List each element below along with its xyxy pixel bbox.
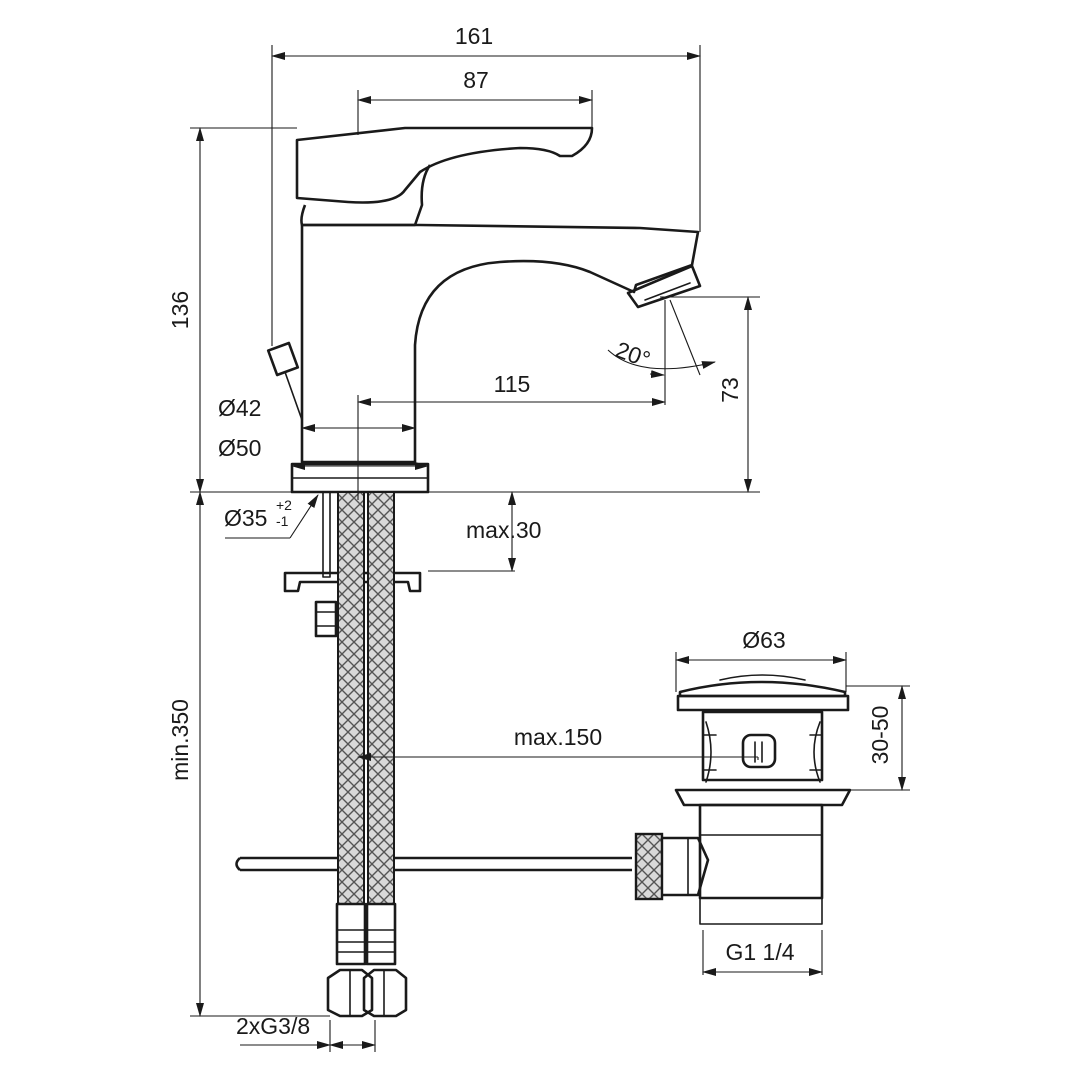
aerator — [626, 264, 702, 309]
dim-rod-distance: max.150 — [514, 724, 602, 750]
under-deck — [235, 491, 632, 1018]
dim-waste-range: 30-50 — [867, 706, 893, 765]
dim-overall-width: 161 — [455, 23, 493, 49]
dim-base-diameter: Ø50 — [218, 435, 261, 461]
rod-connector — [634, 832, 664, 901]
dim-waste-thread: G1 1/4 — [725, 939, 794, 965]
dim-overall-height: 136 — [167, 291, 193, 329]
fixing-plate — [283, 571, 422, 593]
dim-body-diameter: Ø42 — [218, 395, 261, 421]
dim-hole-tolerance-minus: -1 — [276, 513, 289, 529]
dimension-lines — [190, 45, 910, 1052]
pop-up-waste — [634, 674, 852, 925]
dim-deck-thickness: max.30 — [466, 517, 541, 543]
dim-hole-tolerance-plus: +2 — [276, 497, 292, 513]
lever-neck — [300, 164, 432, 227]
dim-hose-thread: 2xG3/8 — [236, 1013, 310, 1039]
hose-left — [337, 491, 365, 905]
hose-nut-left — [326, 968, 374, 1018]
dim-spout-height: 73 — [717, 377, 743, 403]
faucet-body — [300, 223, 700, 464]
waste-plug — [678, 680, 847, 698]
pop-up-rod — [235, 856, 632, 872]
dim-lever-length: 87 — [463, 67, 489, 93]
hose-nut-right — [362, 968, 408, 1018]
dim-spout-reach: 115 — [494, 371, 531, 397]
dim-hose-length: min.350 — [167, 699, 193, 781]
pop-up-knob — [266, 341, 300, 377]
lever-handle — [295, 126, 594, 204]
dim-hole-diameter: Ø35 — [224, 505, 267, 531]
dim-waste-diameter: Ø63 — [742, 627, 785, 653]
faucet — [266, 126, 702, 494]
hose-right — [367, 491, 395, 905]
dimension-labels: 161 87 136 115 73 20° Ø42 Ø50 Ø35 +2 -1 … — [167, 23, 893, 1039]
